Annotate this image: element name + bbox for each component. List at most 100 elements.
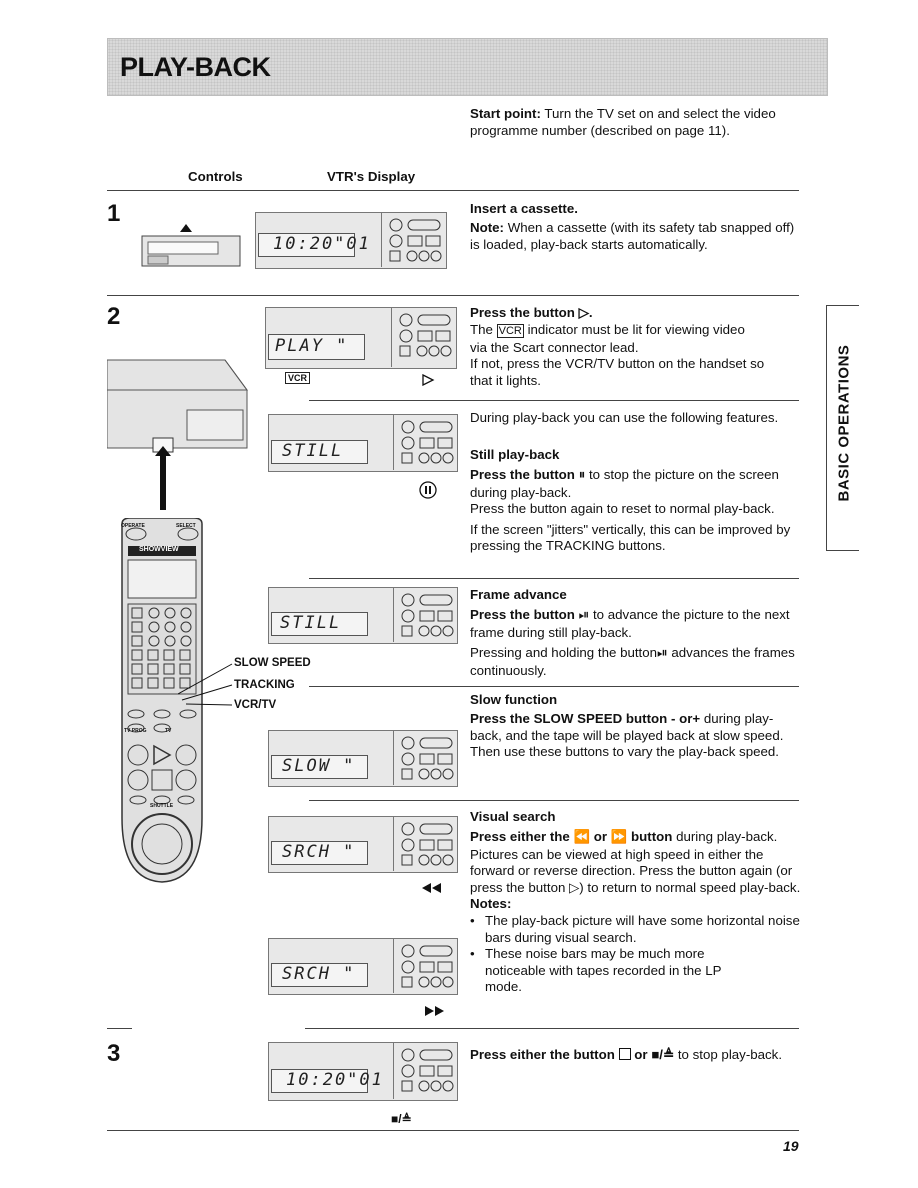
features-intro: During play-back you can use the followi… <box>470 410 779 425</box>
vtr-display-5: SLOW " <box>268 730 458 787</box>
section-side-tab-label: BASIC OPERATIONS <box>835 344 853 502</box>
button-panel <box>393 588 457 642</box>
frame-text: Press the button ⏯ to advance the pictur… <box>470 607 802 679</box>
note-2: These noise bars may be much more notice… <box>485 946 722 995</box>
vcr-indicator-label: VCR <box>285 372 311 384</box>
remote-brand-label: SHOWVIEW <box>139 546 179 553</box>
divider <box>305 1028 799 1029</box>
still-p1-rest: to stop the picture on the screen during… <box>470 467 779 500</box>
search-p2: Pictures can be viewed at high speed in … <box>470 846 801 895</box>
tracking-callout: TRACKING <box>234 679 295 691</box>
remote-control-illustration <box>121 518 203 883</box>
step3-bold-b: ■/≜ <box>651 1047 675 1062</box>
vtr-display-4: STILL <box>268 587 458 644</box>
frame-p2a: Pressing and holding the button <box>470 645 658 661</box>
slow-p1-bold: Press the SLOW SPEED button - or+ <box>470 711 701 726</box>
step3-bold-a: Press either the button <box>470 1047 615 1062</box>
remote-tv-label: TV <box>165 728 172 734</box>
divider <box>309 578 799 579</box>
divider <box>309 686 799 687</box>
display-readout-7: SRCH " <box>282 964 356 984</box>
frame-p1-bold: Press the button <box>470 607 575 622</box>
button-panel <box>393 415 457 470</box>
step1-note-text: When a cassette (with its safety tab sna… <box>470 220 795 252</box>
slow-p1-rest: during play-back, and the tape will be p… <box>470 711 784 743</box>
remote-shuttle-label: SHUTTLE <box>150 803 174 809</box>
fast-forward-inline-icon: ⏩ <box>610 830 628 845</box>
frame-p2b: advances the frames continuously. <box>470 645 795 678</box>
button-panel <box>391 308 456 367</box>
step-number-3: 3 <box>107 1040 121 1067</box>
still-p2: Press the button again to reset to norma… <box>470 501 775 517</box>
button-panel <box>381 213 446 267</box>
start-point-text: Turn the TV set on and select the video … <box>470 106 776 138</box>
vtr-display-2: PLAY " <box>265 307 457 369</box>
still-heading: Still play-back <box>470 447 560 462</box>
step3-rest: to stop play-back. <box>677 1047 783 1062</box>
still-text: Press the button ⏸ to stop the picture o… <box>470 467 802 555</box>
fast-forward-icon <box>425 1006 444 1016</box>
vtr-display-7: SRCH " <box>268 938 458 995</box>
display-readout-4: STILL <box>280 613 342 633</box>
divider <box>309 800 799 801</box>
note-1: The play-back picture will have some hor… <box>485 912 800 945</box>
vtr-display-6: SRCH " <box>268 816 458 873</box>
title-banner: PLAY-BACK <box>107 38 828 96</box>
button-panel <box>393 939 457 993</box>
stop-square-icon <box>618 1048 631 1060</box>
display-readout-1: 10:20"01 <box>273 234 371 254</box>
step-number-1: 1 <box>107 200 121 227</box>
frame-p1-rest: to advance the picture to the next frame… <box>470 607 790 640</box>
divider <box>107 1028 132 1029</box>
page-number: 19 <box>783 1138 799 1154</box>
display-readout-6: SRCH " <box>282 842 356 862</box>
start-point-label: Start point: <box>470 106 541 121</box>
display-readout-8: 10:20"01 <box>286 1070 384 1090</box>
start-point: Start point: Turn the TV set on and sele… <box>470 106 810 139</box>
step2-line1b: indicator must be lit for viewing video <box>527 322 745 337</box>
button-panel <box>393 1043 457 1099</box>
divider <box>107 295 799 296</box>
divider <box>107 190 799 191</box>
play-icon <box>422 374 435 386</box>
page-title: PLAY-BACK <box>120 52 271 82</box>
divider <box>309 400 799 401</box>
button-panel <box>393 817 457 871</box>
section-side-tab: BASIC OPERATIONS <box>826 305 859 551</box>
pause-inline-icon: ⏸ <box>578 468 586 483</box>
display-column-header: VTR's Display <box>327 169 416 184</box>
divider <box>107 1130 799 1131</box>
step2-line4: that it lights. <box>470 372 541 388</box>
step1-heading: Insert a cassette. <box>470 201 578 216</box>
step2-text: The VCR indicator must be lit for viewin… <box>470 322 805 389</box>
controls-column-header: Controls <box>188 169 243 184</box>
rewind-inline-icon: ⏪ <box>573 830 591 845</box>
remote-tvprog-label: TV PROG <box>124 728 147 734</box>
vcr-deck-illustration <box>107 359 248 510</box>
slow-heading: Slow function <box>470 692 558 707</box>
vcr-badge: VCR <box>496 324 524 338</box>
button-panel <box>393 731 457 785</box>
step1-note-label: Note: <box>470 220 504 235</box>
remote-select-label: SELECT <box>176 523 196 529</box>
step2-line3: If not, press the VCR/TV button on the h… <box>470 356 765 372</box>
search-p1-bold-a: Press either the <box>470 829 570 844</box>
note-item: •The play-back picture will have some ho… <box>470 913 802 946</box>
step2-line2: via the Scart connector lead. <box>470 339 639 355</box>
display-readout-2: PLAY " <box>275 336 349 356</box>
callout-lines <box>178 663 233 706</box>
display-readout-5: SLOW " <box>282 756 356 776</box>
rewind-icon <box>422 883 441 893</box>
frame-advance-inline-icon: ⏯ <box>578 608 590 623</box>
step2-heading: Press the button ▷. <box>470 305 593 320</box>
vcr-tv-callout: VCR/TV <box>234 699 277 711</box>
notes-label: Notes: <box>470 896 512 912</box>
search-heading: Visual search <box>470 809 556 824</box>
vtr-display-1: 10:20"01 <box>255 212 447 269</box>
slow-text: Press the SLOW SPEED button - or+ during… <box>470 711 802 761</box>
step3-or: or <box>634 1047 648 1062</box>
cassette-insert-illustration <box>141 224 241 267</box>
note-item: •These noise bars may be much more notic… <box>470 946 802 996</box>
step-number-2: 2 <box>107 303 121 330</box>
slow-speed-callout: SLOW SPEED <box>234 657 311 669</box>
